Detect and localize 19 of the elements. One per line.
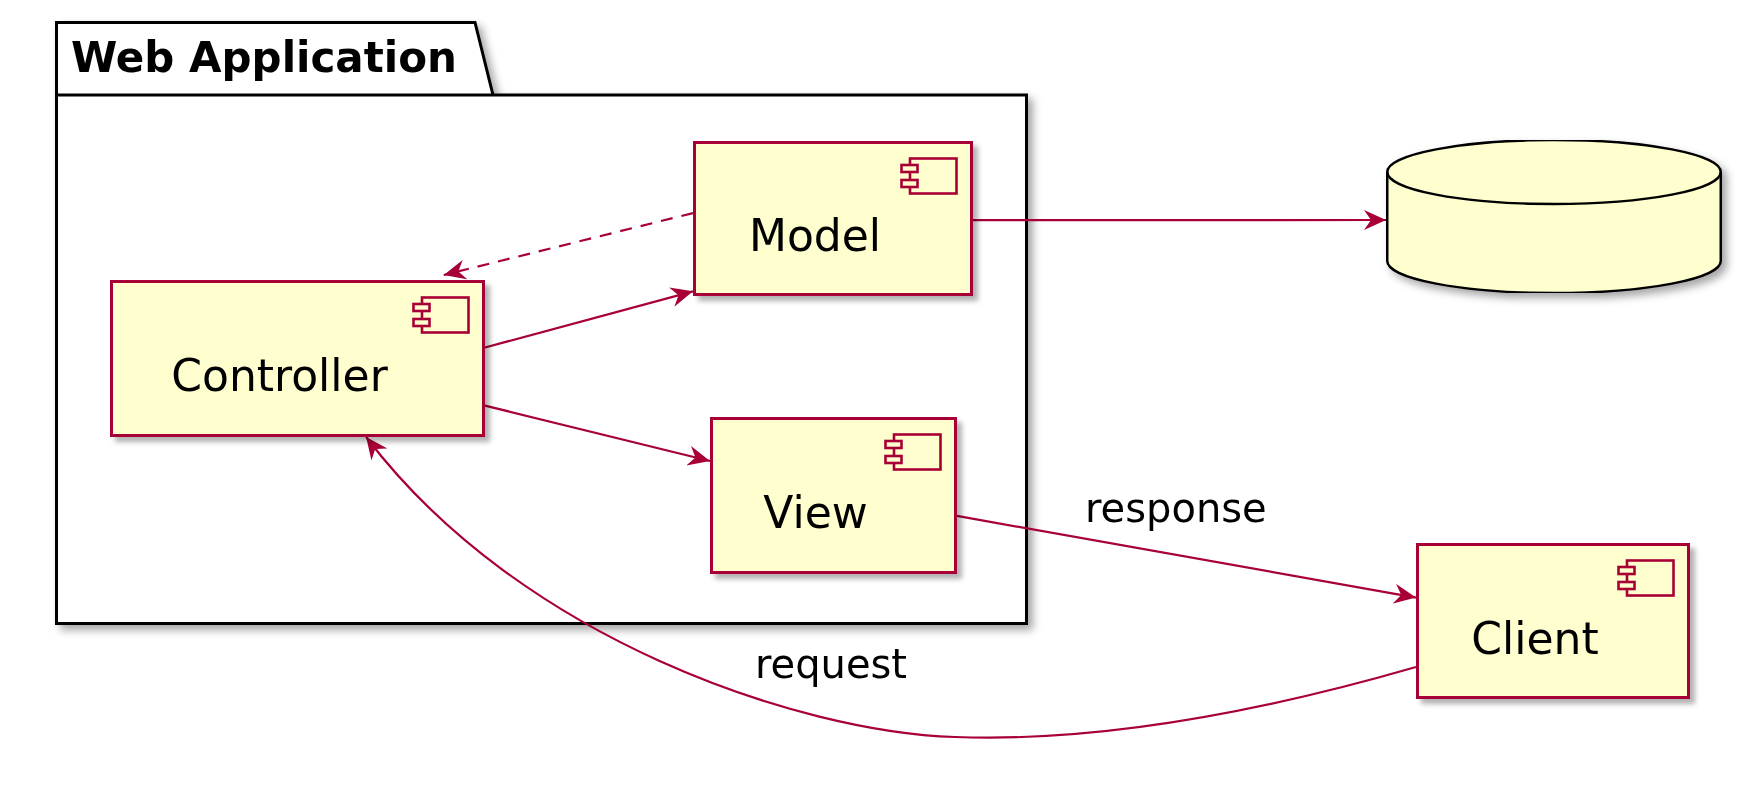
dashed-arrow xyxy=(443,212,694,280)
arrow xyxy=(484,404,711,466)
component-box xyxy=(693,141,973,296)
edge-label: response xyxy=(1085,486,1267,530)
database-cylinder xyxy=(1386,140,1722,293)
component-name: Model xyxy=(748,211,882,262)
arrow xyxy=(365,436,1417,739)
component-name: View xyxy=(763,488,868,539)
edge-label: request xyxy=(755,642,908,686)
arrow xyxy=(956,514,1417,604)
component-box xyxy=(1416,543,1690,699)
component-box xyxy=(710,417,957,574)
arrow xyxy=(973,210,1386,230)
component-name: Controller xyxy=(171,351,388,402)
package-title: Web Application xyxy=(71,32,457,84)
component-name: Client xyxy=(1471,613,1599,665)
package-frame xyxy=(55,21,1028,625)
component-box xyxy=(110,280,485,437)
arrow xyxy=(484,287,694,349)
